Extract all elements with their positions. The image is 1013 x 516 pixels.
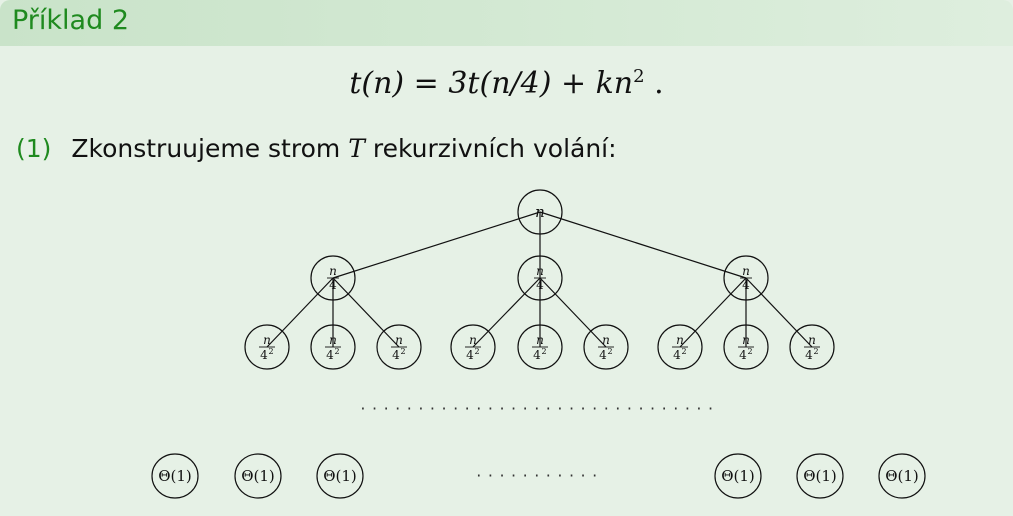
leaf-ellipsis-dots: ···········: [476, 466, 603, 485]
tree-node-root: [517, 189, 563, 235]
tree-node-level1: [310, 255, 356, 301]
tree-node-level2: [450, 324, 496, 370]
fraction-denominator-exponent: 2: [474, 347, 479, 356]
fraction-numerator: n: [676, 333, 684, 347]
formula-exponent: 2: [633, 66, 645, 87]
fraction-numerator: n: [469, 333, 477, 347]
leaf-label: Θ(1): [721, 467, 755, 485]
fraction-denominator-exponent: 2: [400, 347, 405, 356]
fraction-denominator-exponent: 2: [813, 347, 818, 356]
fraction-numerator: n: [263, 333, 271, 347]
fraction-denominator: 4: [739, 348, 747, 362]
leaf-label: Θ(1): [158, 467, 192, 485]
fraction-numerator: n: [395, 333, 403, 347]
edge-level1-level2-9: [745, 277, 813, 348]
fraction-numerator: n: [742, 264, 750, 278]
edge-root-child-3: [539, 211, 747, 279]
fraction-denominator-exponent: 2: [334, 347, 339, 356]
tree-node-level2: [583, 324, 629, 370]
ellipsis-dots-row: ·······························: [360, 399, 719, 418]
fraction-denominator-exponent: 2: [681, 347, 686, 356]
fraction-denominator: 4: [533, 348, 541, 362]
tree-leaf-node: [151, 453, 199, 499]
edge-level1-level2-4: [472, 277, 541, 348]
fraction-denominator-exponent: 2: [541, 347, 546, 356]
tree-node-level2: [310, 324, 356, 370]
tree-node-level2: [657, 324, 703, 370]
tree-leaf-node: [316, 453, 364, 499]
fraction-denominator: 4: [536, 278, 544, 292]
step-variable: T: [348, 134, 365, 163]
formula-rhs: 3t(n/4) + kn: [448, 66, 634, 101]
edge-root-child-1: [332, 211, 541, 279]
tree-leaf-node: [234, 453, 282, 499]
tree-node-level2: [723, 324, 769, 370]
leaf-label: Θ(1): [323, 467, 357, 485]
edge-level1-level2-7: [679, 277, 747, 348]
fraction-denominator-exponent: 2: [268, 347, 273, 356]
fraction-denominator: 4: [329, 278, 337, 292]
step-text-before: Zkonstruujeme strom: [71, 134, 341, 163]
fraction-numerator: n: [742, 333, 750, 347]
fraction-denominator: 4: [805, 348, 813, 362]
step-number: (1): [16, 134, 52, 163]
tree-leaf-node: [714, 453, 762, 499]
title-bar: Příklad 2: [0, 0, 1013, 46]
tree-node-level2: [789, 324, 835, 370]
tree-leaf-node: [878, 453, 926, 499]
fraction-denominator: 4: [599, 348, 607, 362]
fraction-numerator: n: [602, 333, 610, 347]
step-line: (1) Zkonstruujeme strom T rekurzivních v…: [16, 134, 617, 163]
edge-level1-level2-3: [332, 277, 400, 348]
fraction-denominator: 4: [392, 348, 400, 362]
root-label: n: [535, 203, 545, 221]
formula-eq: =: [413, 66, 439, 101]
fraction-denominator: 4: [673, 348, 681, 362]
fraction-numerator: n: [808, 333, 816, 347]
recurrence-formula: t(n) = 3t(n/4) + kn2 .: [0, 66, 1013, 101]
fraction-numerator: n: [329, 264, 337, 278]
fraction-numerator: n: [536, 264, 544, 278]
edge-level1-level2-6: [539, 277, 607, 348]
fraction-denominator: 4: [260, 348, 268, 362]
formula-period: .: [654, 66, 664, 101]
slide-title: Příklad 2: [12, 5, 129, 36]
tree-node-level2: [517, 324, 563, 370]
fraction-denominator: 4: [742, 278, 750, 292]
leaf-label: Θ(1): [885, 467, 919, 485]
tree-leaf-node: [796, 453, 844, 499]
step-text-after: rekurzivních volání:: [372, 134, 617, 163]
edge-level1-level2-1: [266, 277, 334, 348]
tree-node-level1: [517, 255, 563, 301]
fraction-denominator-exponent: 2: [747, 347, 752, 356]
fraction-denominator: 4: [466, 348, 474, 362]
leaf-label: Θ(1): [803, 467, 837, 485]
tree-node-level1: [723, 255, 769, 301]
fraction-denominator: 4: [326, 348, 334, 362]
fraction-numerator: n: [536, 333, 544, 347]
tree-node-level2: [244, 324, 290, 370]
formula-lhs: t(n): [349, 66, 405, 101]
fraction-denominator-exponent: 2: [607, 347, 612, 356]
fraction-numerator: n: [329, 333, 337, 347]
leaf-label: Θ(1): [241, 467, 275, 485]
tree-node-level2: [376, 324, 422, 370]
